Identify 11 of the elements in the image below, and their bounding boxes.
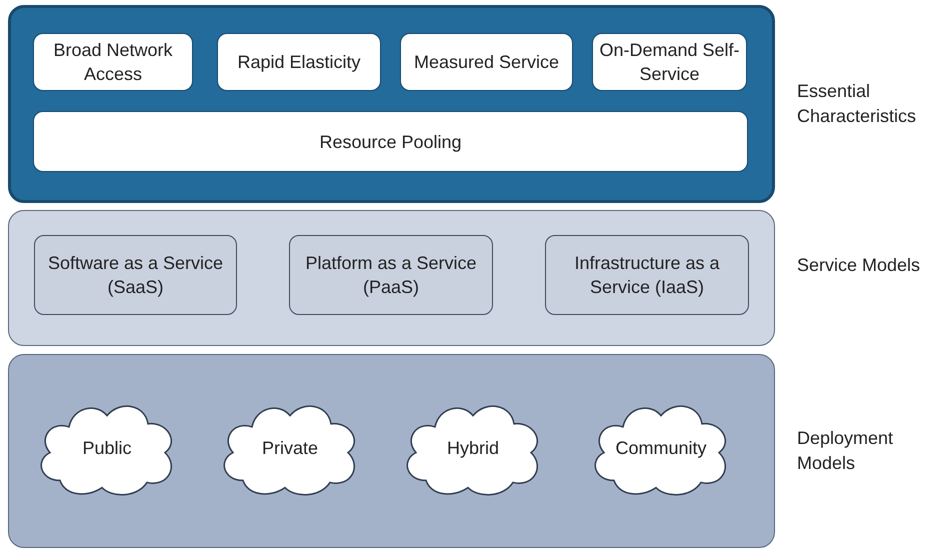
- feature-box: Resource Pooling: [33, 111, 748, 172]
- feature-box: Infrastructure as a Service (IaaS): [545, 235, 749, 315]
- layer-label: Deployment Models: [797, 427, 894, 475]
- layer-label: Service Models: [797, 254, 922, 277]
- feature-box: Platform as a Service (PaaS): [289, 235, 493, 315]
- feature-box: Rapid Elasticity: [217, 33, 381, 91]
- feature-box: Measured Service: [400, 33, 573, 91]
- feature-box: Software as a Service (SaaS): [34, 235, 237, 315]
- layer-label: Essential Characteristics: [797, 80, 918, 128]
- feature-box: Broad Network Access: [33, 33, 193, 91]
- feature-box: On-Demand Self-Service: [592, 33, 747, 91]
